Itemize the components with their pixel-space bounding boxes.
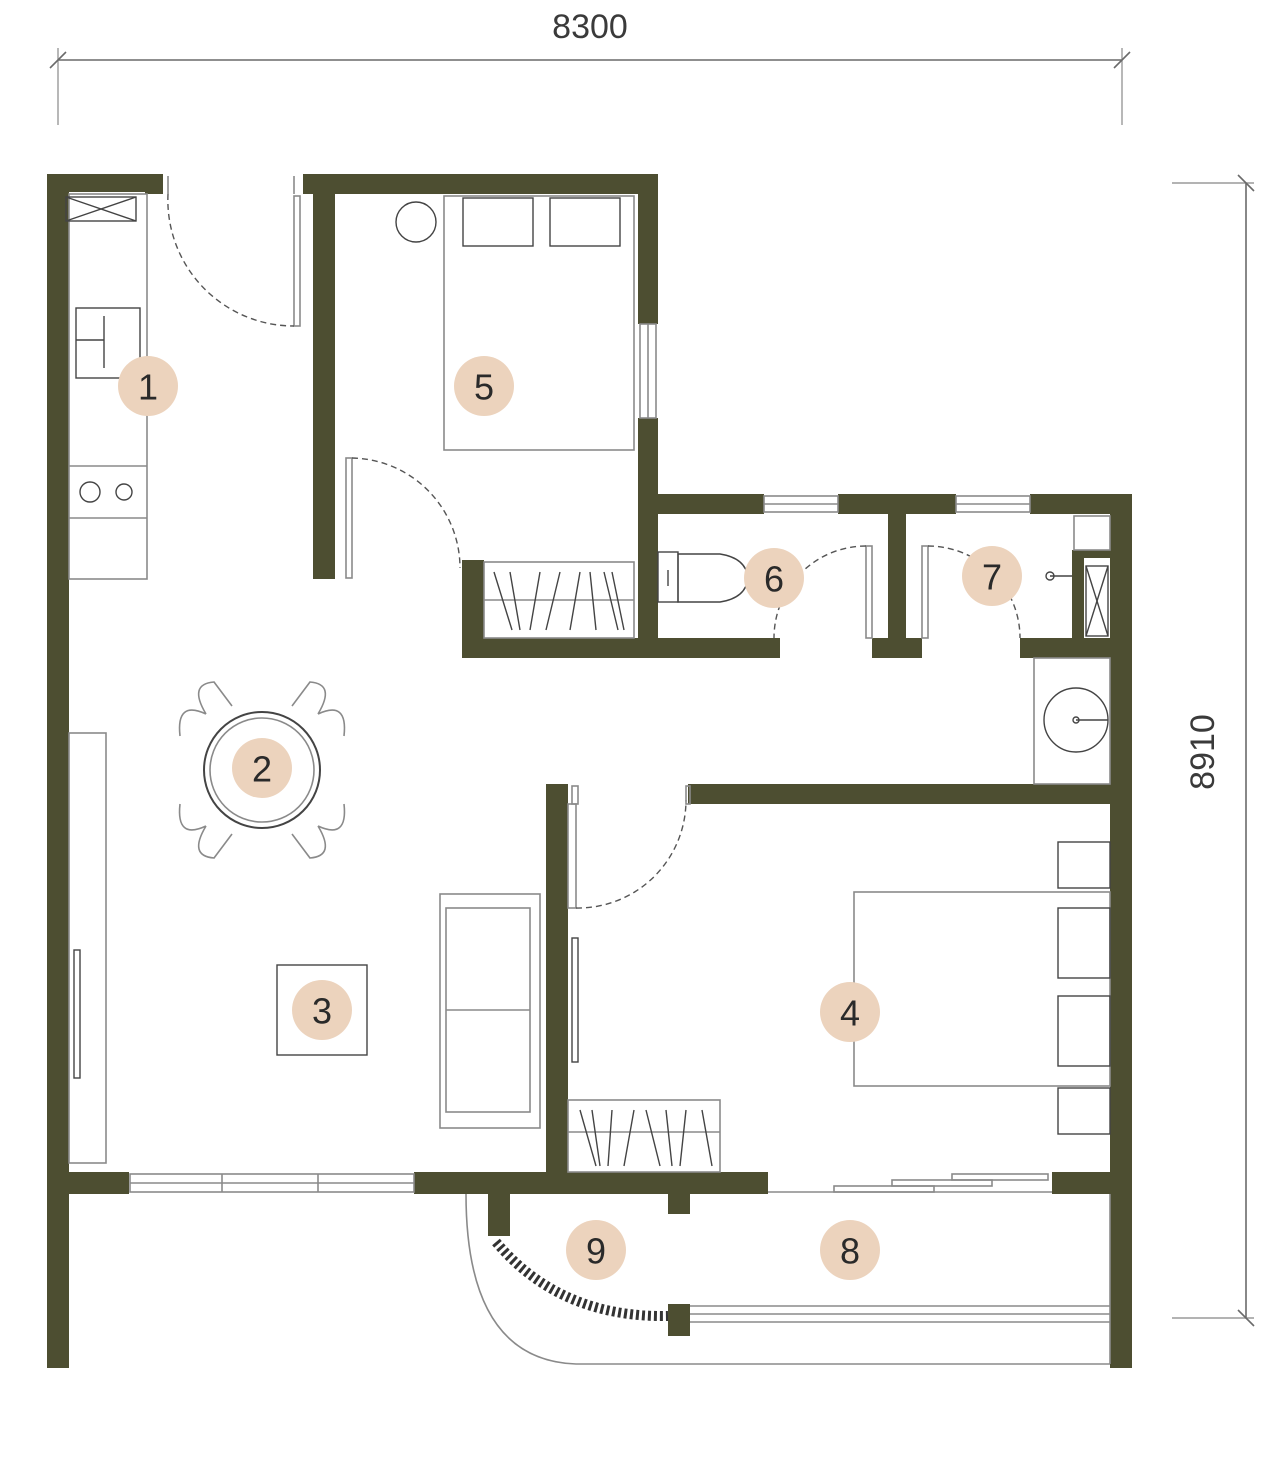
bathroom-6-fixtures: [657, 551, 749, 603]
doors: [167, 176, 1111, 1365]
living-fixtures: [68, 732, 541, 1164]
room-badge-4: 4: [820, 982, 880, 1042]
walls: [47, 174, 1132, 1368]
room-badge-2: 2: [232, 738, 292, 798]
kitchen-fixtures: [65, 193, 148, 580]
room-badge-9: 9: [566, 1220, 626, 1280]
room-badge-6: 6: [744, 548, 804, 608]
windows: [129, 323, 1110, 1323]
room-badge-7: 7: [962, 546, 1022, 606]
svg-text:8: 8: [840, 1231, 860, 1272]
height-dimension-label: 8910: [1184, 714, 1222, 790]
width-dimension: 8300: [49, 8, 1131, 125]
svg-text:6: 6: [764, 559, 784, 600]
room-badge-8: 8: [820, 1220, 880, 1280]
width-dimension-label: 8300: [552, 8, 628, 46]
svg-text:9: 9: [586, 1231, 606, 1272]
dining-set: [178, 681, 346, 859]
room-badge-5: 5: [454, 356, 514, 416]
svg-text:2: 2: [252, 749, 272, 790]
svg-text:5: 5: [474, 367, 494, 408]
room-badge-3: 3: [292, 980, 352, 1040]
room-badge-1: 1: [118, 356, 178, 416]
bathroom-7-fixtures: [1033, 515, 1111, 785]
height-dimension: 8910: [1172, 174, 1255, 1327]
svg-text:7: 7: [982, 557, 1002, 598]
room-badges: 1 2 3 4 5 6 7 8: [118, 356, 1022, 1280]
bedroom-5-fixtures: [395, 195, 635, 639]
svg-text:4: 4: [840, 993, 860, 1034]
svg-text:3: 3: [312, 991, 332, 1032]
svg-text:1: 1: [138, 367, 158, 408]
bedroom-4-fixtures: [567, 841, 1111, 1173]
